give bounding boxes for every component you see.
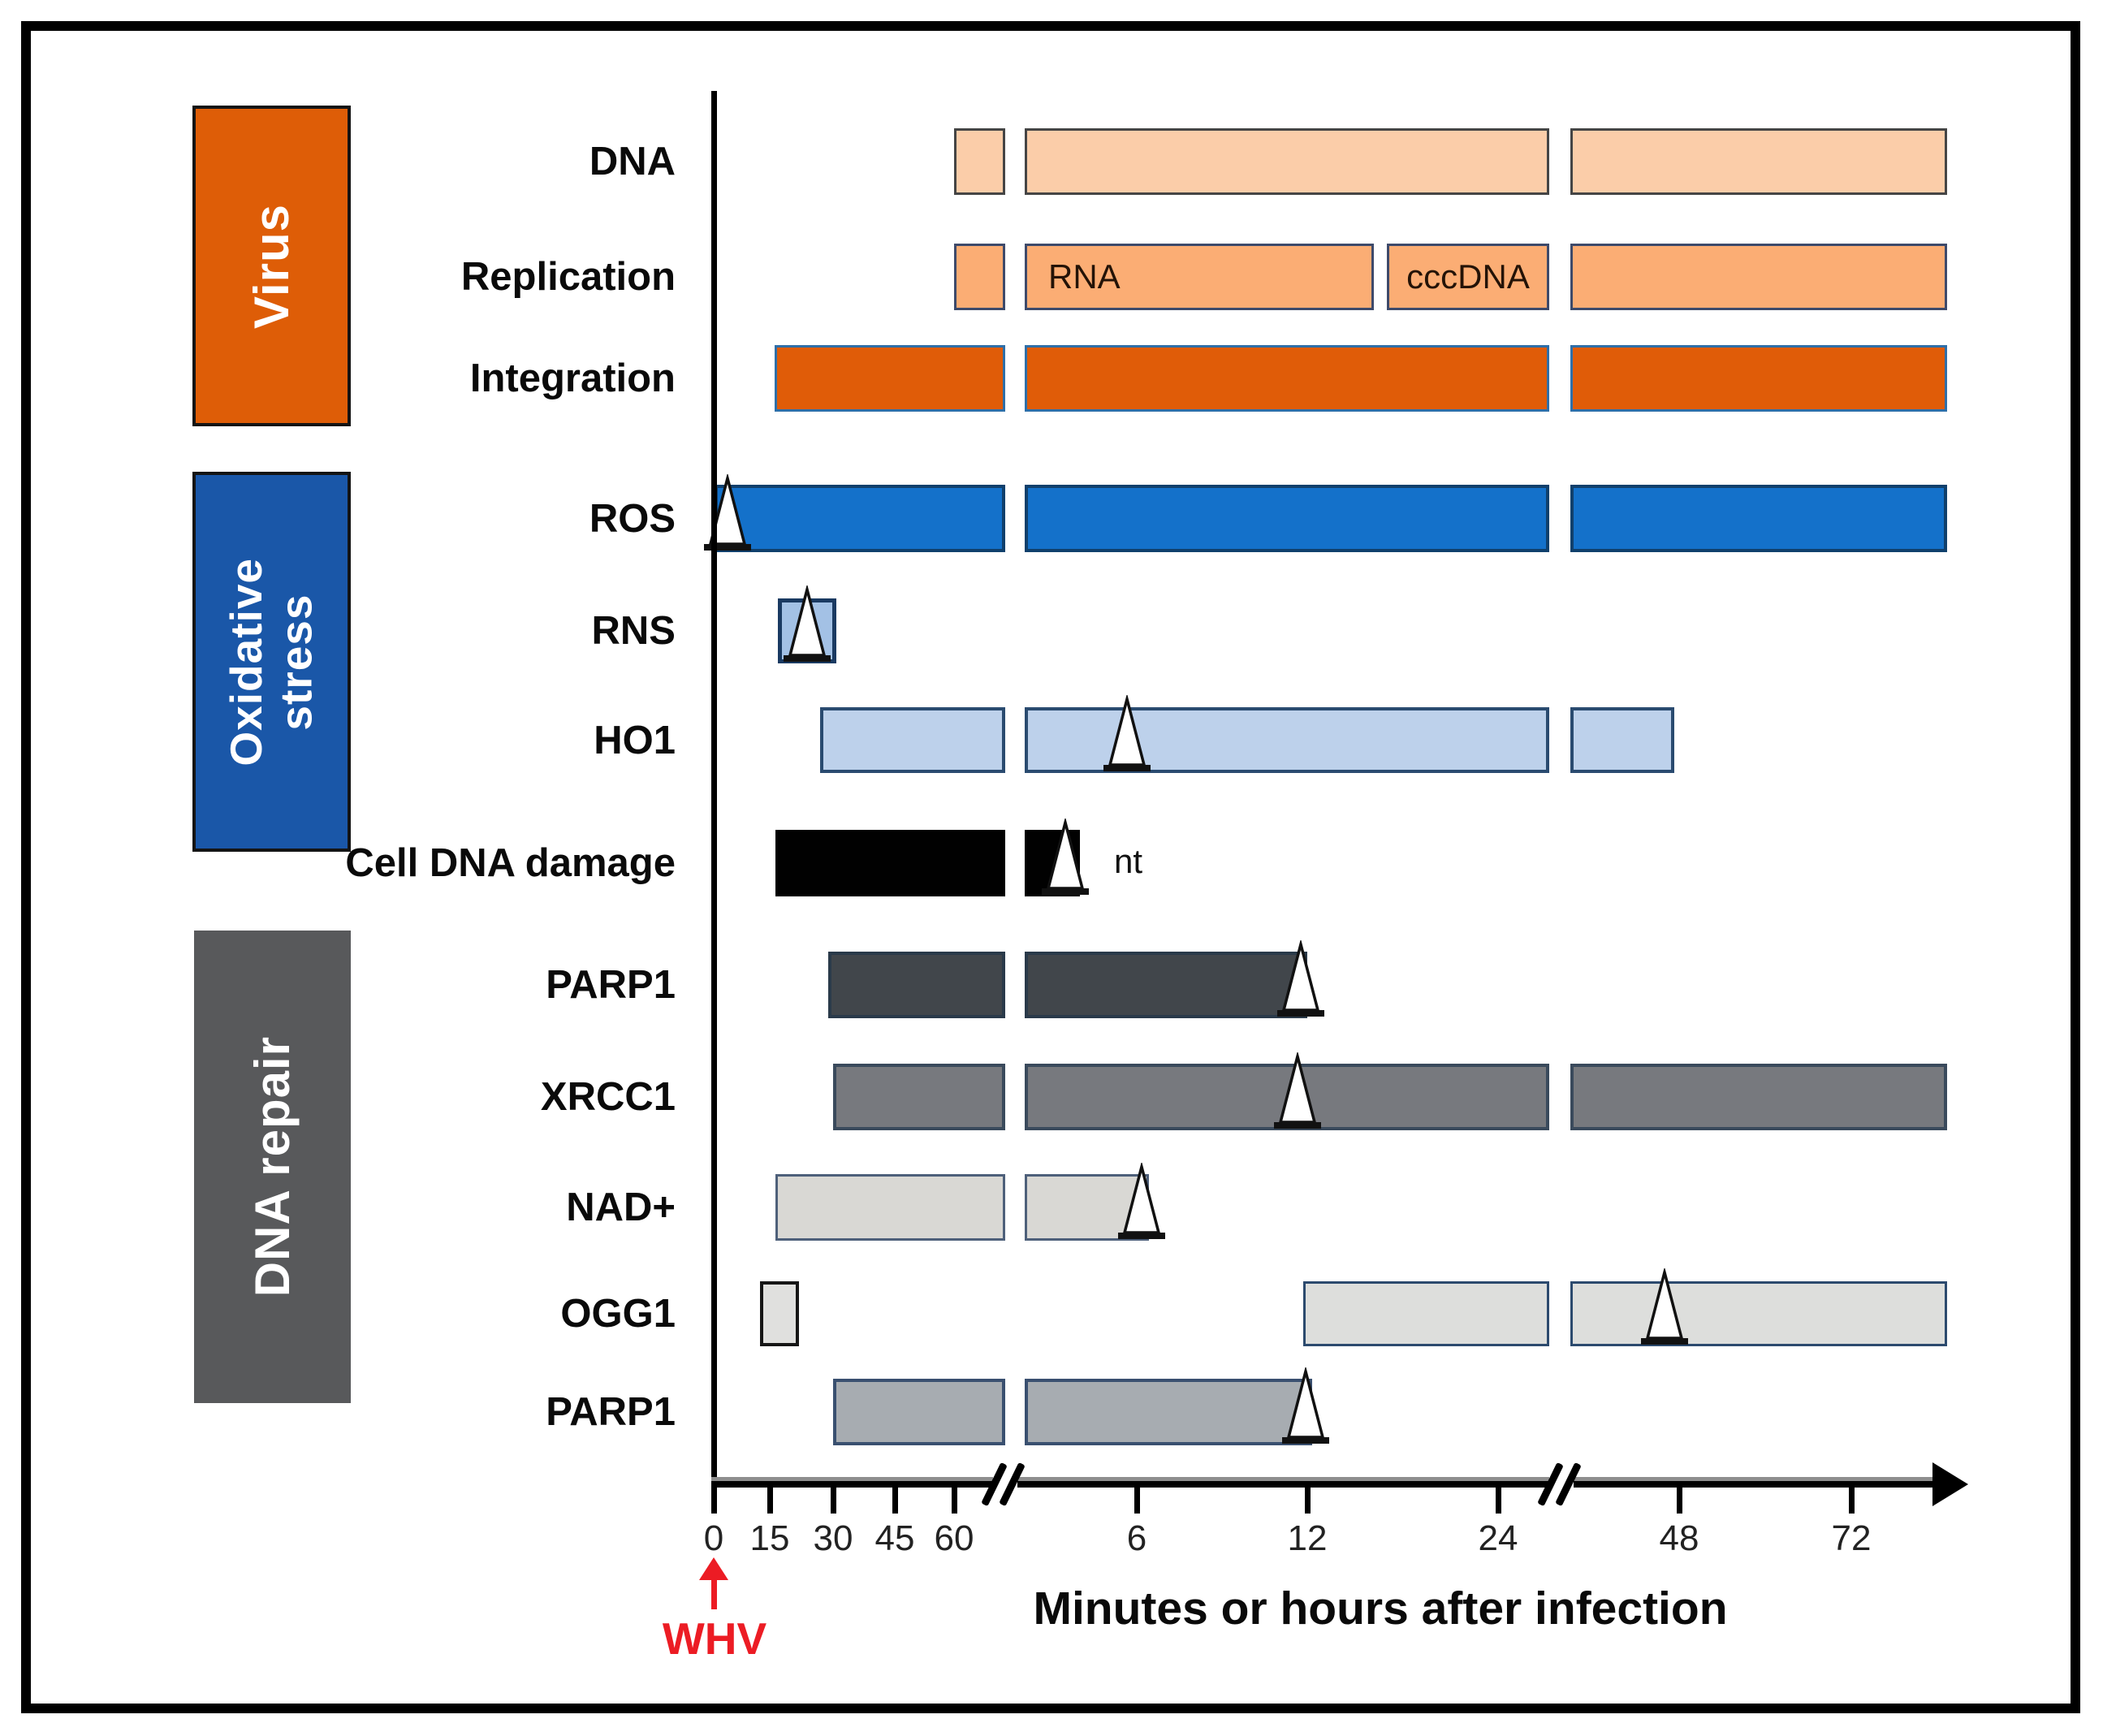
bar-segment-replication-1: RNA bbox=[1025, 244, 1374, 310]
bar-segment-replication-3 bbox=[1570, 244, 1947, 310]
bar-segment-xrcc1-2 bbox=[1570, 1064, 1947, 1130]
row-label-rns: RNS bbox=[591, 609, 676, 653]
bar-segment-xrcc1-0 bbox=[833, 1064, 1005, 1130]
axis-tick-label-24: 24 bbox=[1478, 1518, 1518, 1558]
row-label-xrcc1: XRCC1 bbox=[540, 1075, 676, 1119]
bar-segment-cell-dna-damage-0 bbox=[775, 830, 1005, 896]
axis-tick-label-60: 60 bbox=[934, 1518, 974, 1558]
axis-tick-30 bbox=[831, 1488, 836, 1514]
row-label-ogg1: OGG1 bbox=[560, 1292, 676, 1336]
bar-segment-integration-2 bbox=[1570, 345, 1947, 412]
marker-triangle-nad bbox=[1116, 1161, 1168, 1242]
axis-tick-label-0: 0 bbox=[703, 1518, 724, 1558]
bar-segment-replication-0 bbox=[954, 244, 1005, 310]
axis-tick-48 bbox=[1677, 1488, 1682, 1514]
marker-triangle-ogg1 bbox=[1639, 1267, 1691, 1348]
bar-segment-integration-0 bbox=[775, 345, 1005, 412]
x-axis-arrowhead-icon bbox=[1932, 1462, 1968, 1506]
bar-segment-dna-2 bbox=[1570, 128, 1947, 195]
bar-segment-ros-1 bbox=[1025, 485, 1549, 552]
figure-border bbox=[21, 21, 2080, 1713]
marker-triangle-rns bbox=[781, 584, 833, 665]
marker-triangle-cell-dna-damage bbox=[1039, 817, 1091, 898]
bar-segment-ros-0 bbox=[715, 485, 1005, 552]
row-label-parp1-late: PARP1 bbox=[546, 1390, 676, 1434]
bar-segment-ho1-2 bbox=[1570, 707, 1674, 773]
row-label-ros: ROS bbox=[589, 496, 676, 541]
bar-text-cccdna: cccDNA bbox=[1406, 257, 1530, 296]
bar-segment-ho1-0 bbox=[820, 707, 1005, 773]
axis-tick-label-30: 30 bbox=[813, 1518, 853, 1558]
bar-segment-ros-2 bbox=[1570, 485, 1947, 552]
axis-tick-72 bbox=[1849, 1488, 1855, 1514]
bar-segment-ogg1-0 bbox=[760, 1281, 799, 1346]
row-label-dna: DNA bbox=[589, 140, 676, 184]
axis-tick-label-12: 12 bbox=[1287, 1518, 1328, 1558]
row-label-parp1-early: PARP1 bbox=[546, 963, 676, 1007]
axis-tick-label-15: 15 bbox=[749, 1518, 790, 1558]
axis-tick-6 bbox=[1134, 1488, 1140, 1514]
axis-tick-15 bbox=[767, 1488, 773, 1514]
marker-triangle-ho1 bbox=[1101, 693, 1153, 775]
row-label-ho1: HO1 bbox=[594, 718, 676, 762]
axis-tick-label-72: 72 bbox=[1831, 1518, 1872, 1558]
x-axis-shadow bbox=[711, 1477, 1936, 1481]
bar-segment-parp1-early-1 bbox=[1025, 952, 1307, 1018]
bar-segment-nad-0 bbox=[775, 1174, 1005, 1241]
whv-arrow-icon bbox=[699, 1557, 728, 1580]
marker-triangle-xrcc1 bbox=[1272, 1051, 1324, 1132]
bar-segment-parp1-early-0 bbox=[828, 952, 1005, 1018]
y-axis-line bbox=[711, 91, 717, 1488]
x-axis-title: Minutes or hours after infection bbox=[1033, 1583, 1728, 1635]
marker-triangle-ros bbox=[702, 473, 754, 554]
bar-segment-replication-2: cccDNA bbox=[1387, 244, 1549, 310]
bar-segment-dna-0 bbox=[954, 128, 1005, 195]
annotation-nt: nt bbox=[1114, 842, 1143, 880]
axis-tick-24 bbox=[1496, 1488, 1501, 1514]
bar-segment-integration-1 bbox=[1025, 345, 1549, 412]
group-box-oxidative-stress: Oxidative stress bbox=[192, 472, 351, 852]
whv-arrow-stem bbox=[711, 1578, 717, 1609]
axis-tick-0 bbox=[711, 1488, 717, 1514]
bar-segment-ogg1-2 bbox=[1570, 1281, 1947, 1346]
bar-segment-ogg1-1 bbox=[1303, 1281, 1549, 1346]
row-label-integration: Integration bbox=[469, 356, 676, 400]
bar-segment-parp1-late-1 bbox=[1025, 1379, 1312, 1445]
axis-tick-12 bbox=[1305, 1488, 1311, 1514]
bar-segment-dna-1 bbox=[1025, 128, 1549, 195]
axis-tick-60 bbox=[952, 1488, 957, 1514]
bar-text-rna: RNA bbox=[1048, 257, 1121, 296]
group-box-dna-repair: DNA repair bbox=[194, 931, 351, 1403]
row-label-cell-dna-damage: Cell DNA damage bbox=[345, 841, 676, 885]
axis-tick-45 bbox=[892, 1488, 898, 1514]
x-axis-line bbox=[711, 1481, 1936, 1488]
bar-segment-parp1-late-0 bbox=[833, 1379, 1005, 1445]
axis-tick-label-48: 48 bbox=[1659, 1518, 1699, 1558]
axis-tick-label-45: 45 bbox=[874, 1518, 915, 1558]
origin-label-whv: WHV bbox=[662, 1613, 767, 1664]
row-label-nad: NAD+ bbox=[566, 1185, 676, 1229]
axis-tick-label-6: 6 bbox=[1126, 1518, 1147, 1558]
marker-triangle-parp1-early bbox=[1275, 939, 1327, 1020]
group-box-virus: Virus bbox=[192, 106, 351, 426]
marker-triangle-parp1-late bbox=[1280, 1366, 1332, 1447]
row-label-replication: Replication bbox=[460, 255, 676, 299]
